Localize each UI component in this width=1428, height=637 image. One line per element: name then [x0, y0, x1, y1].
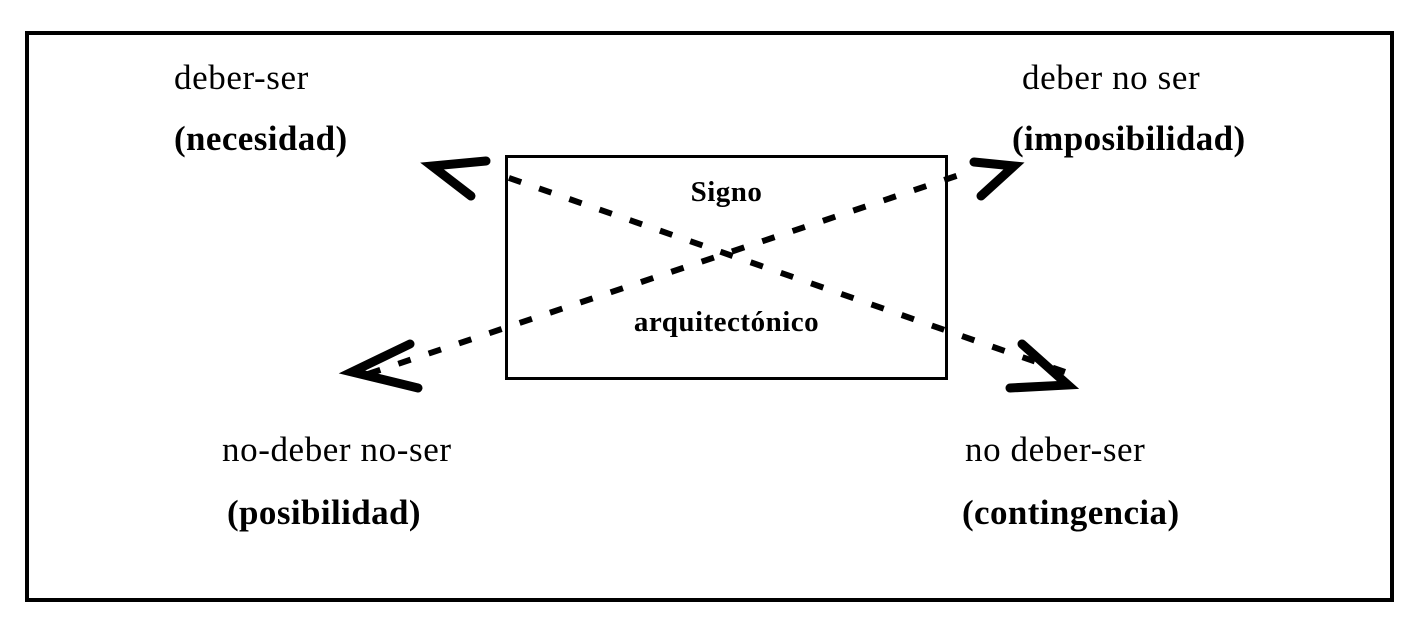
dashed-line-to-top-right: [367, 169, 969, 377]
corner-label-bottom-left: no-deber no-ser (posibilidad): [222, 432, 452, 530]
corner-bottom-left-value: (posibilidad): [227, 493, 421, 532]
dashed-line-to-top-left: [491, 169, 1066, 375]
corner-label-bottom-right: no deber-ser (contingencia): [962, 430, 1180, 532]
corner-bottom-right-value: (contingencia): [962, 493, 1180, 532]
center-box-label-line1: Signo: [690, 176, 763, 208]
arrowhead-bottom-left-icon: [338, 339, 423, 393]
center-box-label-line2: arquitectónico: [633, 306, 820, 338]
corner-top-right-modality: deber no ser: [1022, 58, 1201, 97]
corner-top-left-modality: deber-ser: [174, 58, 309, 97]
outer-border-frame: [25, 31, 1394, 602]
corner-top-left-value: (necesidad): [174, 119, 348, 158]
center-concept-box: [505, 155, 948, 380]
corner-top-right-value: (imposibilidad): [1012, 119, 1246, 158]
arrowhead-bottom-right-icon: [1005, 339, 1080, 393]
corner-label-top-left: deber-ser (necesidad): [174, 60, 348, 156]
arrowhead-top-right-icon: [969, 157, 1025, 201]
corner-label-top-right: deber no ser (imposibilidad): [1012, 58, 1246, 156]
corner-bottom-left-modality: no-deber no-ser: [222, 430, 452, 469]
arrowhead-top-left-icon: [420, 156, 491, 201]
corner-bottom-right-modality: no deber-ser: [965, 430, 1146, 469]
